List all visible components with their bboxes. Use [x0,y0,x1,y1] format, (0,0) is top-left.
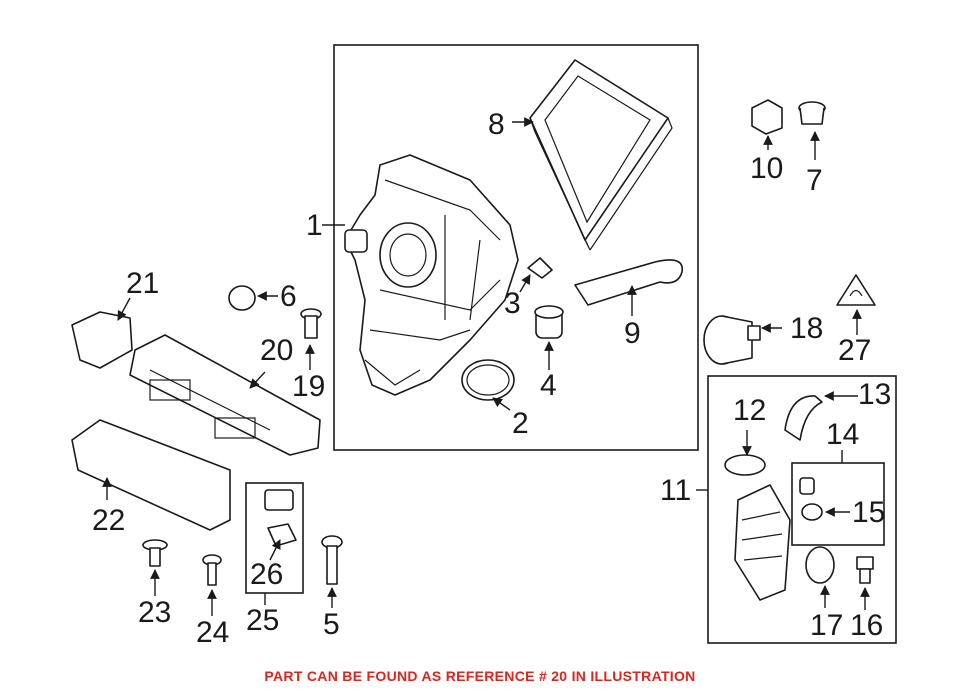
callout-11: 11 [660,474,691,507]
bolt-part-5 [321,535,343,585]
cover-part-22 [71,419,231,531]
o-ring-part-15 [801,503,823,521]
reference-note: PART CAN BE FOUND AS REFERENCE # 20 IN I… [264,668,696,684]
hose-clamp-part-12 [724,454,766,476]
callout-25: 25 [246,604,279,637]
callout-12: 12 [733,394,766,427]
small-hose-part-13 [784,395,823,441]
subgroup-box-25 [245,482,304,594]
intake-hose-part-9 [574,259,684,306]
callout-4: 4 [540,369,557,402]
callout-23: 23 [138,596,171,629]
sealing-ring [461,359,515,401]
push-rivet-part-23 [142,539,168,567]
callout-27: 27 [838,334,871,367]
callout-20: 20 [260,334,293,367]
callout-3: 3 [504,287,521,320]
callout-16: 16 [850,609,883,642]
callout-13: 13 [858,378,891,411]
bolt-part-16 [856,556,874,584]
callout-1: 1 [306,209,323,242]
callout-6: 6 [280,280,297,313]
grommet-part-4 [534,305,564,339]
plug-part-7 [798,101,826,125]
sealing-ring-inner [466,364,510,396]
elbow-duct-part-21 [71,311,133,369]
callout-15: 15 [852,496,885,529]
clip-part-3 [527,257,553,279]
plug-part-6 [228,285,256,311]
air-filter-element [529,59,673,251]
intake-hose-assembly-part-11 [734,484,791,601]
callout-labels: 1 2 3 4 5 6 7 8 9 10 11 12 13 14 15 16 1… [92,108,891,649]
callout-26: 26 [250,558,283,591]
callout-9: 9 [624,317,641,350]
clip-part-10 [751,99,783,135]
fitting-part-14 [799,477,815,495]
callout-19: 19 [292,370,325,403]
callout-24: 24 [196,616,229,649]
bracket-part-26 [264,489,297,547]
callout-14: 14 [826,418,859,451]
callout-5: 5 [323,608,340,641]
callout-10: 10 [750,152,783,185]
callout-8: 8 [488,108,505,141]
callout-17: 17 [810,609,843,642]
assembly-box-11 [707,375,897,644]
assembly-box-1 [333,44,699,451]
callout-18: 18 [790,312,823,345]
callout-7: 7 [806,164,823,197]
callout-2: 2 [512,407,529,440]
callout-22: 22 [92,504,125,537]
air-intake-duct-part-20 [129,334,321,456]
callout-21: 21 [126,267,159,300]
bolt-part-19 [300,308,322,339]
subgroup-box-14 [791,462,885,546]
screw-part-24 [202,554,222,586]
warning-label-part-27 [836,274,876,306]
air-filter-housing [344,154,519,396]
air-flow-sensor-part-18 [703,315,761,365]
leader-lines [102,117,870,616]
ring-part-17 [805,546,835,584]
